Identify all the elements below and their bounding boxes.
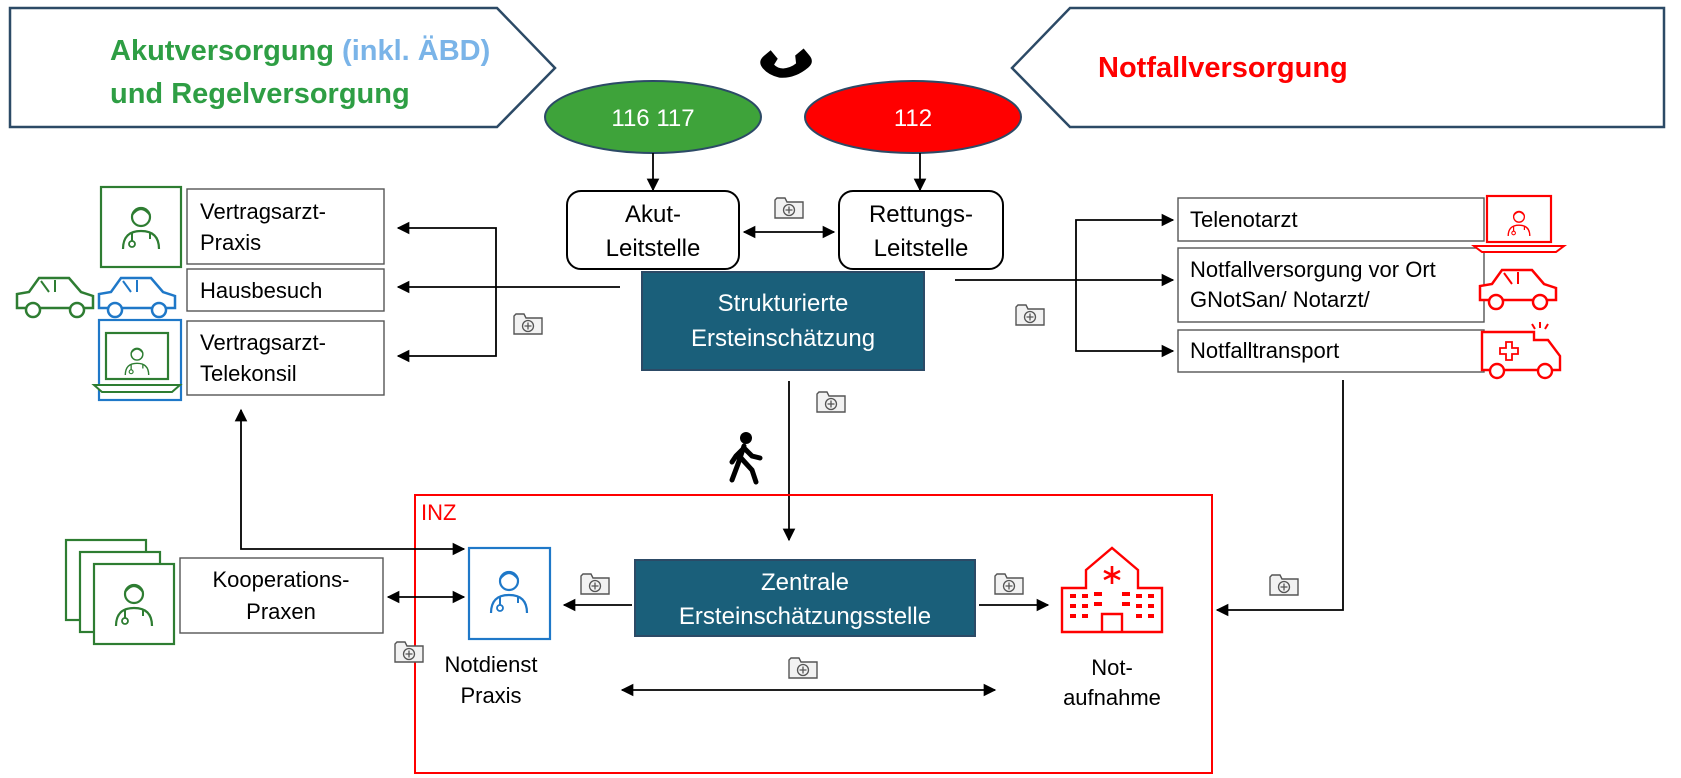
folder-plus-icon — [1015, 304, 1045, 326]
car-icon — [1478, 268, 1558, 311]
hotline-emergency-number: 112 — [894, 105, 932, 132]
assessment-line1: Strukturierte — [718, 290, 849, 317]
rettung-line1: Rettungs- — [869, 201, 973, 228]
car-icon — [15, 276, 95, 319]
rettung-line2: Leitstelle — [874, 235, 969, 262]
banner-acute-line1: Akutversorgung (inkl. ÄBD) — [110, 34, 490, 67]
left-icons — [15, 185, 183, 402]
hospital-icon — [1060, 546, 1164, 634]
tele-emergency-label: Telenotarzt — [1190, 207, 1298, 232]
inz-label: INZ — [421, 500, 456, 525]
folder-plus-icon — [994, 573, 1024, 595]
home-visit-box[interactable]: Hausbesuch — [186, 268, 385, 312]
hotline-emergency[interactable]: 112 — [804, 80, 1022, 154]
teleconsult-line1: Vertragsarzt- — [200, 330, 326, 355]
assessment-line2: Ersteinschätzung — [691, 325, 875, 352]
emergency-dept-node[interactable]: Not- aufnahme — [1060, 546, 1164, 710]
folder-plus-icon — [1269, 574, 1299, 596]
laptop-doctor-icon — [91, 331, 183, 393]
duty-practice-node[interactable]: Notdienst Praxis — [445, 546, 552, 708]
tele-emergency-box[interactable]: Telenotarzt — [1177, 197, 1485, 242]
emergency-dept-line2: aufnahme — [1063, 685, 1161, 710]
duty-practice-line2: Praxis — [460, 683, 521, 708]
hotline-acute-number: 116 117 — [611, 105, 694, 132]
pedestrian-icon — [729, 432, 763, 485]
left-distribution-arrows — [396, 221, 620, 363]
transport-label: Notfalltransport — [1190, 338, 1339, 363]
ambulance-icon — [1480, 322, 1562, 380]
car-icon — [97, 276, 177, 319]
laptop-doctor-icon — [1471, 194, 1567, 253]
practice-line1: Vertragsarzt- — [200, 199, 326, 224]
onsite-line1: Notfallversorgung vor Ort — [1190, 257, 1436, 282]
right-icons — [1471, 194, 1567, 380]
central-line1: Zentrale — [761, 569, 849, 596]
teleconsult-box[interactable]: Vertragsarzt- Telekonsil — [186, 320, 385, 396]
cooperation-box[interactable]: Kooperations- Praxen — [179, 557, 384, 634]
practice-line2: Praxis — [200, 230, 261, 255]
hotline-acute[interactable]: 116 117 — [544, 80, 762, 154]
phone-icon — [760, 48, 812, 78]
banner-emergency-label: Notfallversorgung — [1098, 52, 1348, 84]
akut-leitstelle-box[interactable]: Akut- Leitstelle — [566, 190, 740, 270]
banner-acute-care: Akutversorgung (inkl. ÄBD) und Regelvers… — [8, 6, 557, 129]
akut-line2: Leitstelle — [606, 235, 701, 262]
onsite-line2: GNotSan/ Notarzt/ — [1190, 287, 1371, 312]
banner-acute-line2: und Regelversorgung — [110, 78, 410, 110]
folder-plus-icon — [394, 641, 424, 663]
folder-plus-icon — [788, 657, 818, 679]
central-assessment-box[interactable]: Zentrale Ersteinschätzungsstelle — [634, 559, 976, 637]
folder-plus-icon — [816, 391, 846, 413]
transport-box[interactable]: Notfalltransport — [1177, 329, 1485, 373]
duty-practice-line1: Notdienst — [445, 652, 538, 677]
home-visit-label: Hausbesuch — [200, 278, 322, 303]
akut-line1: Akut- — [625, 201, 681, 228]
folder-plus-icon — [580, 573, 610, 595]
folder-plus-icon — [774, 197, 804, 219]
cooperation-line1: Kooperations- — [213, 567, 350, 592]
cooperation-line2: Praxen — [246, 599, 316, 624]
inz-arrows — [234, 380, 1344, 697]
banner-emergency-care: Notfallversorgung — [1010, 6, 1666, 129]
teleconsult-line2: Telekonsil — [200, 361, 297, 386]
folder-plus-icon — [513, 313, 543, 335]
structured-assessment-box[interactable]: Strukturierte Ersteinschätzung — [641, 271, 925, 371]
emergency-dept-line1: Not- — [1091, 655, 1133, 680]
rettungs-leitstelle-box[interactable]: Rettungs- Leitstelle — [838, 190, 1004, 270]
onsite-box[interactable]: Notfallversorgung vor Ort GNotSan/ Notar… — [1177, 247, 1485, 323]
central-line2: Ersteinschätzungsstelle — [679, 603, 931, 630]
cooperation-icon-stack — [64, 538, 176, 646]
right-distribution-arrows — [955, 213, 1175, 358]
practice-box[interactable]: Vertragsarzt- Praxis — [186, 188, 385, 265]
